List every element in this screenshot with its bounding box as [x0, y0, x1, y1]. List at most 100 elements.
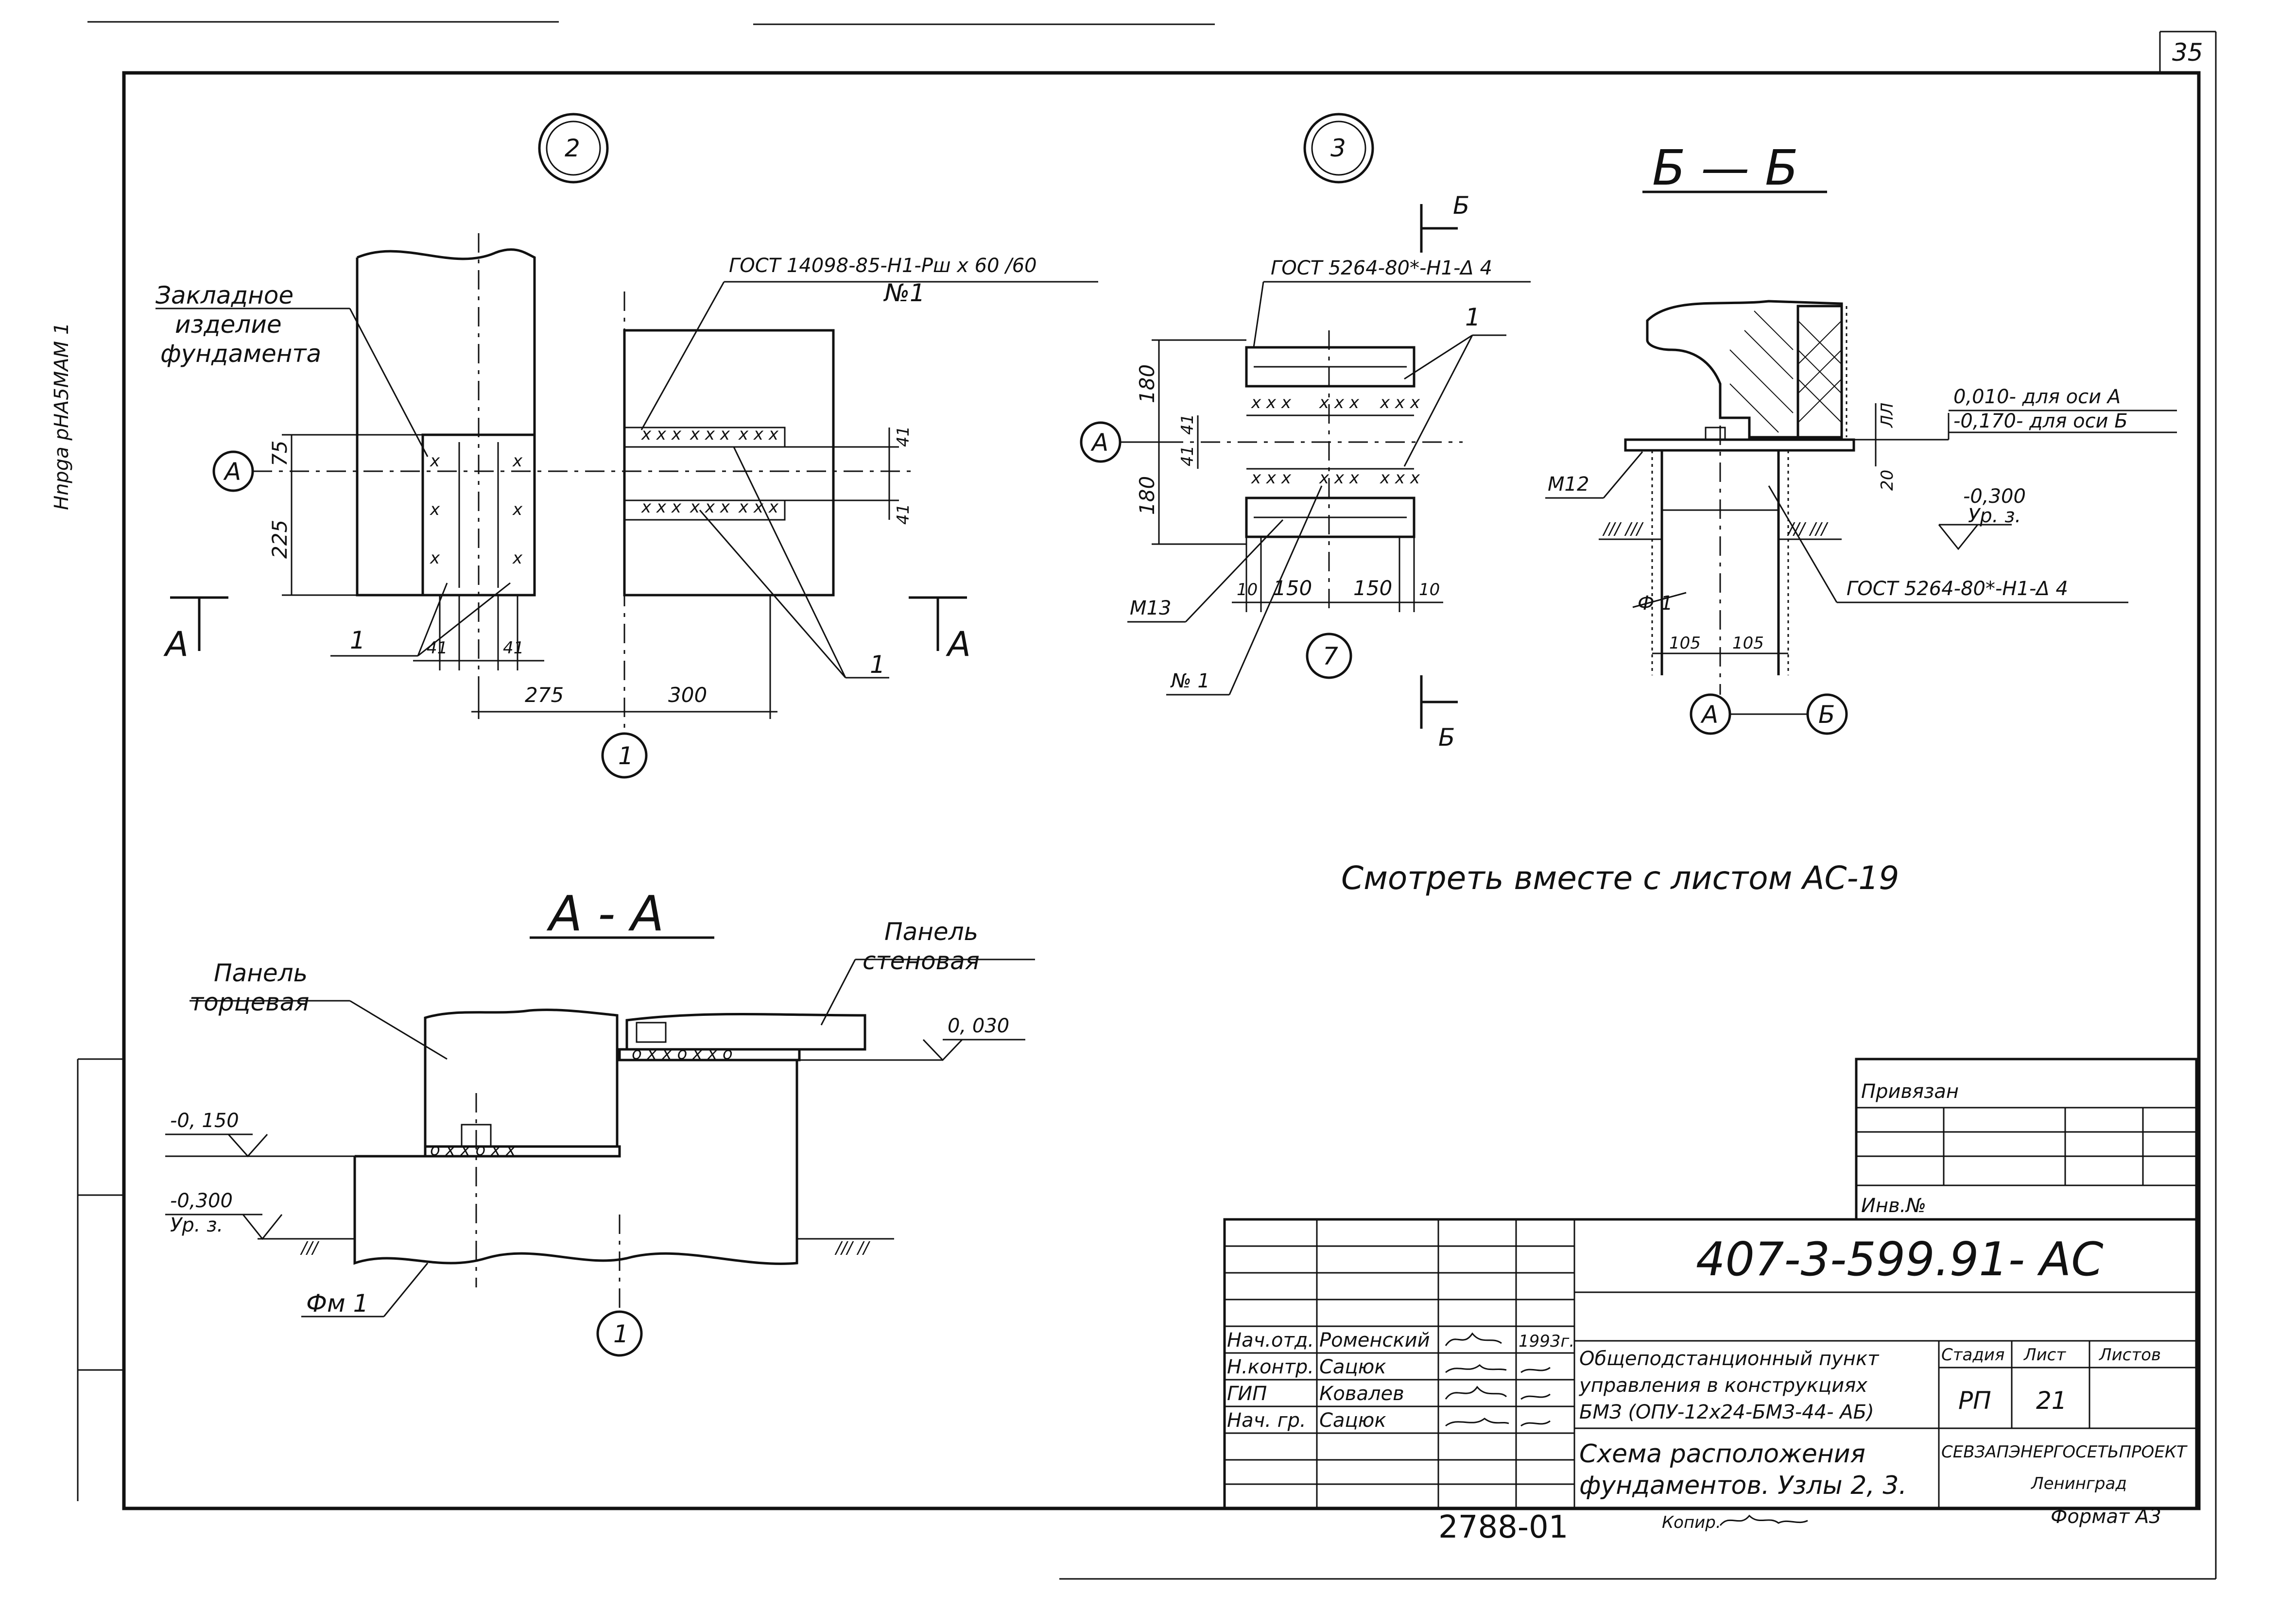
- aa-stud: [636, 1022, 667, 1043]
- callout-1: 1: [870, 650, 885, 679]
- fm-label: Фм 1: [306, 1289, 368, 1318]
- bb-gost-leader: [1768, 485, 1838, 603]
- dim-41: 41: [1178, 414, 1197, 435]
- weld-marks: x x x: [690, 497, 730, 517]
- n1-leader: [1228, 485, 1323, 695]
- level-a: 0,010- для оси А: [1953, 386, 2121, 408]
- node-3-view: 3 Б Б x x x x x x x x x x x x x x x x x …: [1080, 113, 1531, 752]
- dim-180: 180: [1135, 364, 1159, 403]
- callout-leader: [733, 446, 846, 678]
- panel-end-leader: [349, 1000, 448, 1060]
- callout-leader: [699, 510, 846, 678]
- bb-ground-hatch: /// ///: [1787, 519, 1829, 539]
- axis-bubble-b: [1806, 693, 1848, 735]
- node-3-marker: [1303, 113, 1374, 184]
- node-2-marker-inner: [546, 120, 601, 176]
- section-a-left-label: А: [163, 624, 189, 664]
- project-line3: БМЗ (ОПУ-12х24-БМЗ-44- АБ): [1579, 1401, 1874, 1423]
- signature-mark: [1520, 1393, 1551, 1400]
- fm-leader: [1632, 592, 1687, 608]
- level-b: -0,170- для оси Б: [1953, 410, 2128, 432]
- aa-foundation: [353, 1060, 798, 1265]
- embedded-label-line1: Закладное: [155, 281, 293, 309]
- m12-label: М12: [1548, 473, 1589, 496]
- dim-41: 41: [1178, 445, 1197, 466]
- dim-10: 10: [1237, 580, 1258, 599]
- weld-marks: x: [430, 500, 440, 519]
- weld-marks: x x x: [1380, 468, 1420, 488]
- section-aa-view: А - А o x x o x x o o x x o x x 1 /// //…: [165, 885, 1035, 1357]
- dim-20: 20: [1878, 470, 1897, 491]
- weld-marks: o x x o x x o: [632, 1044, 733, 1063]
- embedded-label-line3: фундамента: [160, 340, 321, 368]
- dim-ln: ЛЛ: [1878, 403, 1897, 428]
- staff-name: Сацюк: [1319, 1356, 1386, 1378]
- drawing-title-line1: Схема расположения: [1579, 1439, 1865, 1469]
- project-line1: Общеподстанционный пункт: [1579, 1348, 1880, 1370]
- staff-name: Ковалев: [1319, 1383, 1404, 1405]
- upper-plate: [1245, 346, 1416, 388]
- level-arrow: [227, 1134, 268, 1158]
- section-a-right-label: А: [946, 624, 971, 664]
- weld-marks: x x x: [1251, 393, 1292, 412]
- level-150: -0, 150: [170, 1110, 239, 1132]
- panel-wall-line2: стеновая: [863, 947, 980, 975]
- signature-mark: [1445, 1418, 1509, 1427]
- drawing-title-line2: фундаментов. Узлы 2, 3.: [1579, 1471, 1907, 1500]
- weld-marks: x x x: [690, 425, 730, 444]
- staff-name: Сацюк: [1319, 1409, 1386, 1432]
- embedded-leader: [349, 308, 429, 457]
- n1-label: № 1: [1170, 670, 1210, 692]
- level-arrow: [922, 1039, 963, 1061]
- node-2-gost: ГОСТ 14098-85-Н1-Рш х 60 /60: [729, 255, 1037, 277]
- side-stamp-text: Hnpga pHA5MAM 1: [51, 323, 73, 510]
- gost-leader: [1253, 281, 1264, 348]
- bb-panel-hatch: [1729, 310, 1794, 433]
- panel-end-line2: торцевая: [190, 988, 309, 1016]
- axis-7-label: 7: [1323, 642, 1338, 670]
- gost-leader: [640, 281, 725, 430]
- dim-41: 41: [427, 638, 448, 658]
- ground-label: Ур. з.: [1968, 505, 2021, 527]
- staff-name: Роменский: [1319, 1329, 1430, 1352]
- weld-marks: x: [430, 451, 440, 471]
- signature-mark: [1445, 1332, 1502, 1346]
- weld-marks: x x x: [1319, 468, 1360, 488]
- node-3-marker-label: 3: [1330, 134, 1346, 162]
- bb-stud: [1705, 427, 1726, 441]
- dim-275: 275: [525, 683, 564, 707]
- node-2-marker-label: 2: [565, 134, 580, 162]
- dim-41: 41: [894, 504, 913, 525]
- m13-label: М13: [1130, 597, 1171, 619]
- callout-leader: [417, 582, 448, 656]
- dim-105: 105: [1732, 633, 1764, 653]
- level-arrow: [242, 1214, 283, 1240]
- bound-label: Привязан: [1861, 1080, 1959, 1103]
- org-name: СЕВЗАПЭНЕРГОСЕТЬПРОЕКТ: [1941, 1442, 2188, 1462]
- title-block: Привязан Инв.№ Нач.отд. Роменский 1993г.…: [1223, 1058, 2198, 1545]
- axis-b-label: Б: [1818, 701, 1835, 729]
- weld-marks: x x x: [641, 425, 682, 444]
- aa-ground-hatch: /// //: [834, 1238, 871, 1258]
- dim-41: 41: [894, 426, 913, 447]
- bb-ground-hatch: /// ///: [1602, 519, 1644, 539]
- stage-header: Стадия: [1941, 1345, 2004, 1365]
- m12-leader: [1603, 451, 1643, 498]
- aa-lower-plate: [424, 1145, 621, 1158]
- weld-marks: x x x: [641, 497, 682, 517]
- sheets-header: Листов: [2098, 1345, 2161, 1365]
- weld-marks: x x x: [738, 425, 779, 444]
- panel-end-line1: Панель: [214, 959, 308, 987]
- bb-insulation: [1796, 305, 1843, 439]
- sheet-frame: [122, 71, 2201, 1510]
- weld-marks: x x x: [1251, 468, 1292, 488]
- axis-bubble-7: [1306, 633, 1352, 679]
- ground-label: Ур. з.: [170, 1214, 223, 1236]
- staff-role: ГИП: [1227, 1383, 1267, 1405]
- callout-leader: [1403, 335, 1473, 467]
- signature-mark: [1445, 1386, 1507, 1400]
- staff-role: Нач. гр.: [1227, 1409, 1306, 1432]
- section-b-bottom-label: Б: [1438, 723, 1455, 752]
- panel-wall-leader: [820, 959, 856, 1026]
